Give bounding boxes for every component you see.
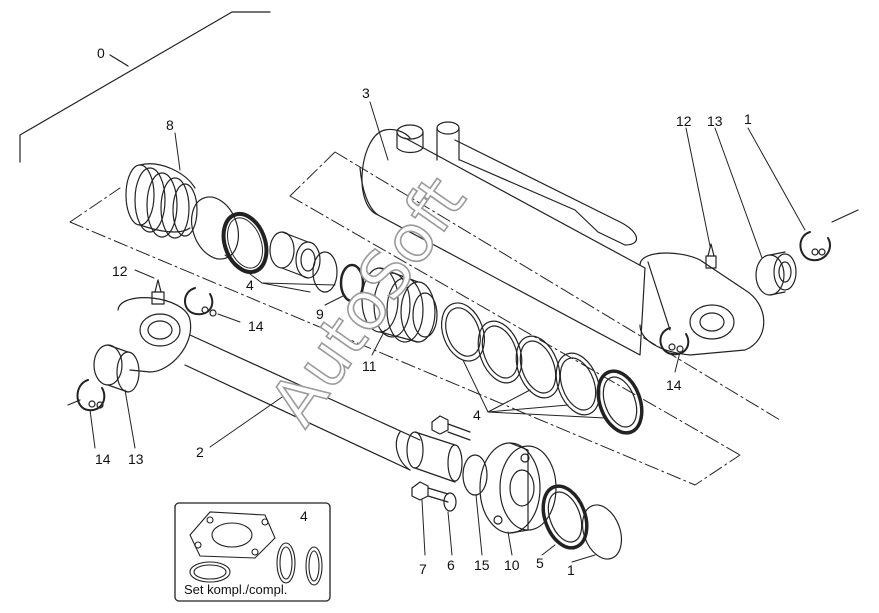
rod-axis-frame	[69, 187, 741, 486]
callout-1: 1	[567, 562, 575, 578]
callout-6: 6	[447, 557, 455, 573]
circlip-upper-left	[184, 287, 217, 317]
circlip-bottom-1	[581, 504, 623, 560]
watermark: AutoSoft	[255, 163, 481, 439]
seal-ring-b	[221, 211, 269, 275]
seal-ring-9	[339, 263, 365, 303]
callout-7: 7	[419, 561, 427, 577]
callout-1: 1	[744, 111, 752, 127]
seal-ring-kit-b	[305, 546, 323, 586]
callout-3: 3	[362, 85, 370, 101]
gasket-plate	[189, 511, 276, 559]
seal-ring-kit-a	[276, 542, 296, 584]
callout-12: 12	[112, 263, 128, 279]
grease-nipple-left	[151, 279, 165, 305]
bellows-gaiter	[125, 163, 198, 239]
seal-ring-5	[541, 484, 589, 550]
assembly-bracket	[19, 11, 271, 163]
seal-kit-caption: Set kompl./compl.	[184, 582, 287, 597]
callout-4: 4	[473, 407, 481, 423]
callout-15: 15	[474, 557, 490, 573]
o-ring-small	[189, 561, 231, 583]
callout-4: 4	[246, 277, 254, 293]
callout-labels: 0 3 8 12 13 1 12 4 14 9 11 14 4 2 14 13 …	[95, 45, 752, 578]
callout-14: 14	[666, 377, 682, 393]
o-ring-15	[462, 454, 488, 496]
piston	[361, 267, 438, 343]
bolt-upper	[431, 415, 471, 441]
guide-bush	[269, 231, 321, 279]
cylinder-axis-frame	[289, 151, 781, 456]
callout-14: 14	[95, 451, 111, 467]
seal-kit-part-number: 4	[300, 508, 308, 524]
callout-0: 0	[97, 45, 105, 61]
circlip-left	[67, 379, 106, 412]
callout-8: 8	[166, 117, 174, 133]
circlip-right	[799, 209, 859, 262]
circlip-right-lower	[659, 327, 690, 356]
callout-10: 10	[504, 557, 520, 573]
leader-lines	[89, 101, 806, 563]
callout-13: 13	[707, 113, 723, 129]
bushing-right	[755, 251, 797, 296]
washer-6	[443, 492, 457, 512]
callout-14: 14	[248, 318, 264, 334]
seal-ring-a	[191, 196, 239, 260]
callout-11: 11	[362, 358, 377, 374]
grease-nipple-right	[705, 243, 717, 269]
piston-rod	[117, 297, 463, 483]
callout-12: 12	[676, 113, 692, 129]
seal-kit-inset: 4 Set kompl./compl.	[174, 502, 331, 602]
callout-2: 2	[196, 444, 204, 460]
callout-9: 9	[316, 306, 324, 322]
piston-seal-set	[440, 302, 644, 435]
callout-5: 5	[536, 555, 544, 571]
bolt-7	[411, 481, 449, 503]
cylinder-barrel	[359, 121, 765, 356]
seal-ring-c	[312, 251, 338, 293]
callout-13: 13	[128, 451, 144, 467]
bushing-left	[93, 344, 140, 393]
